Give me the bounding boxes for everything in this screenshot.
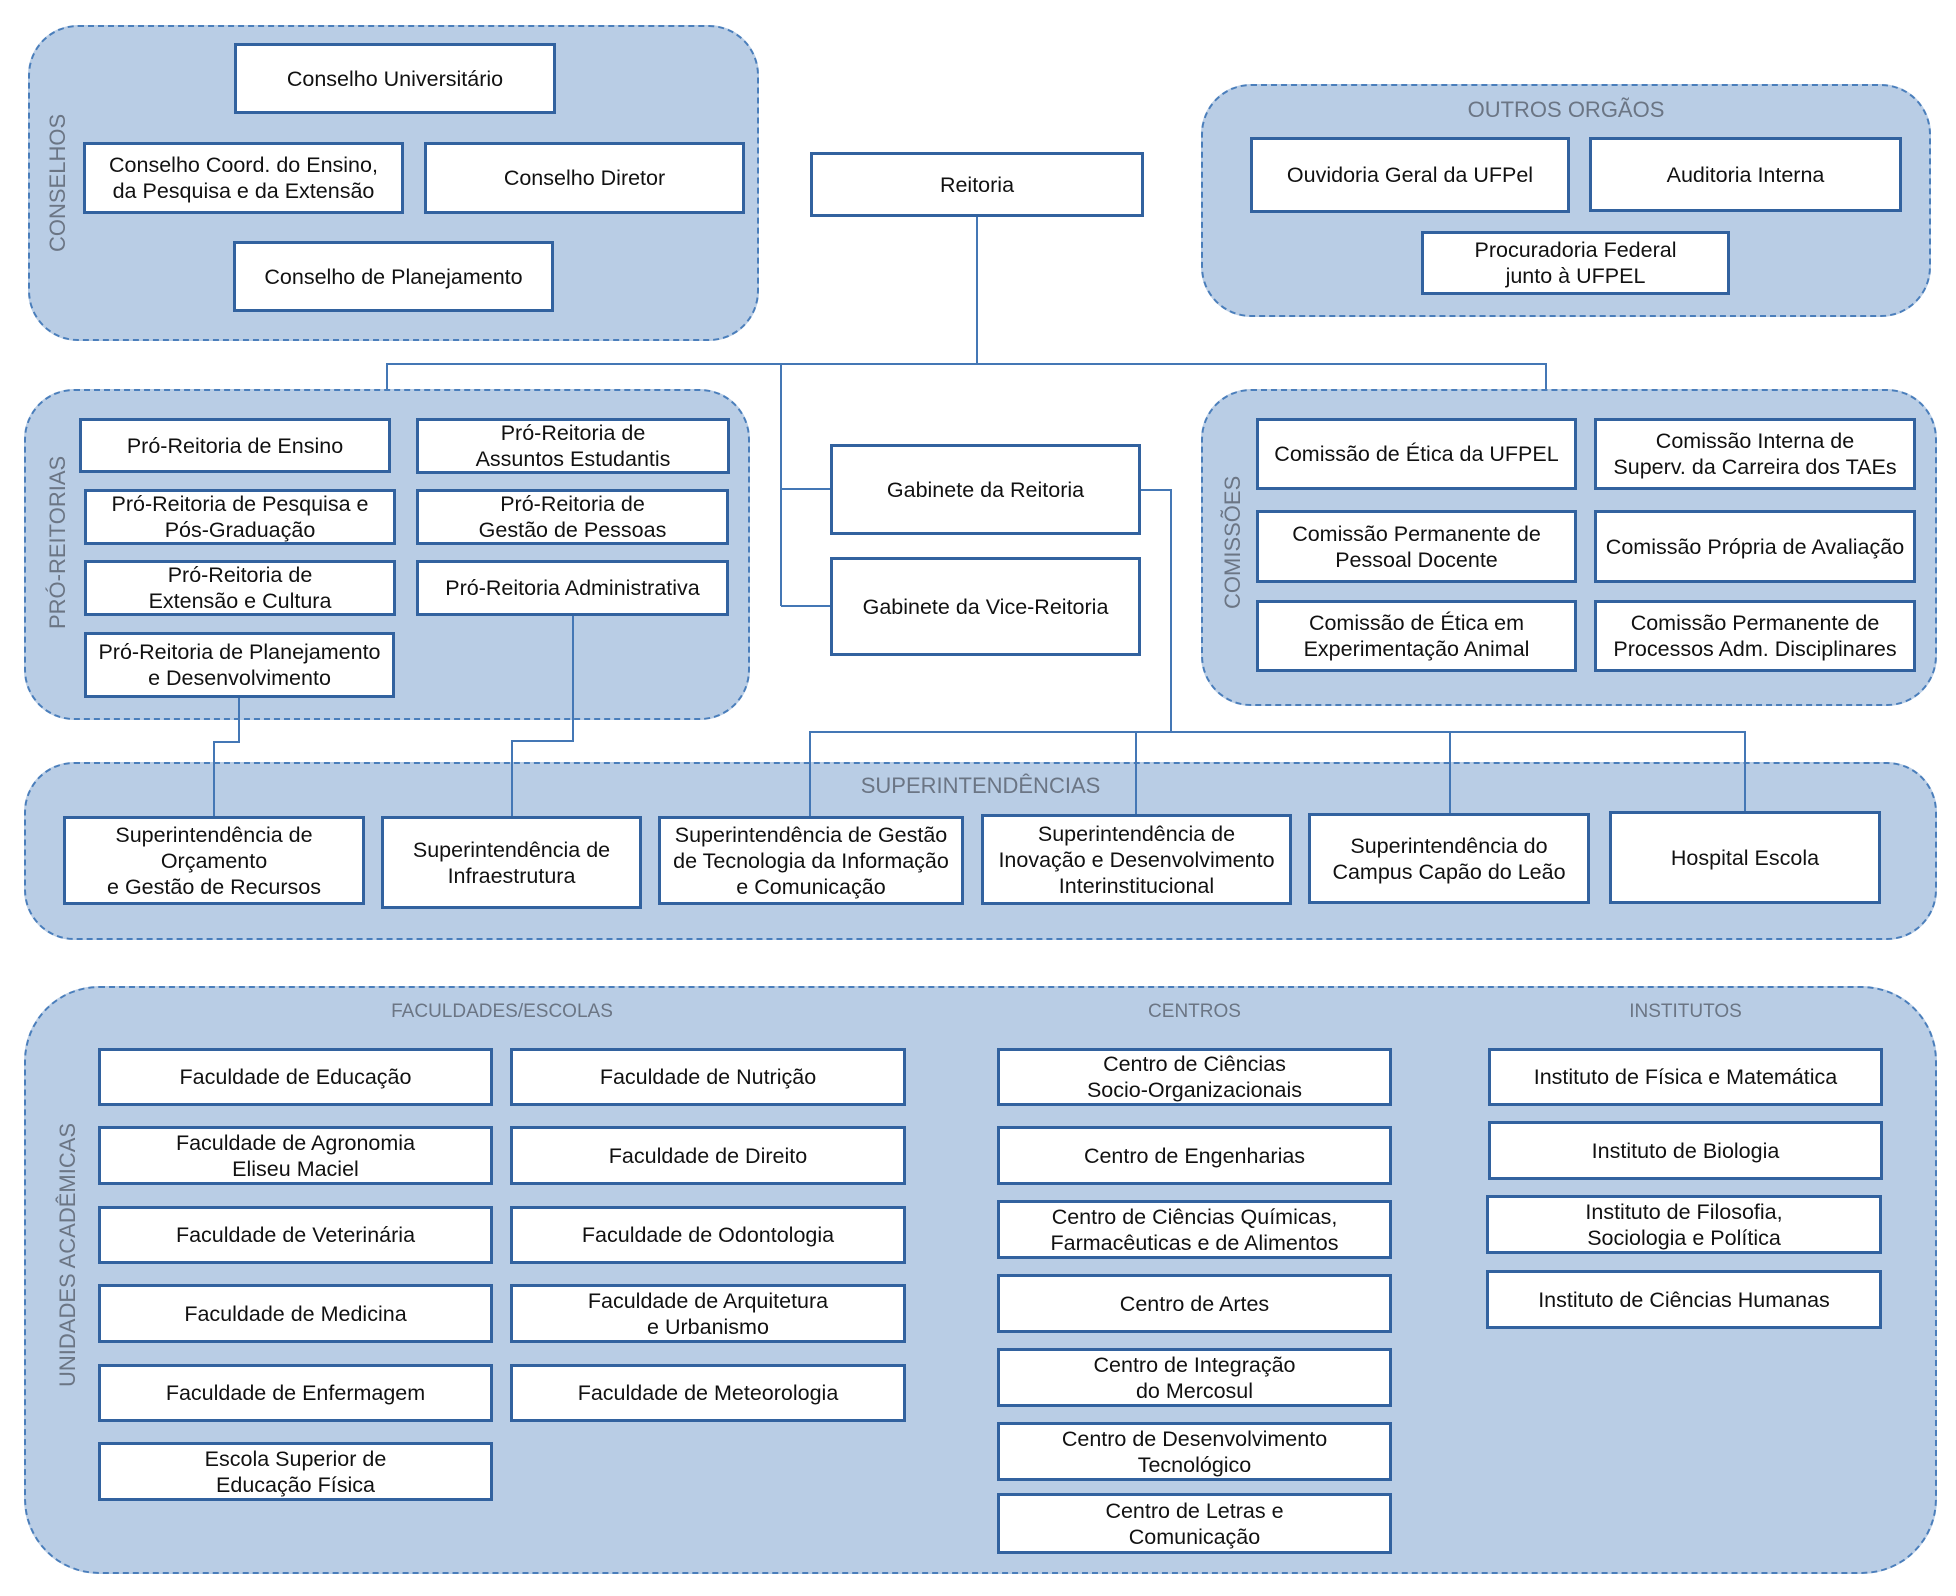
box-centro-integracao-mercosul: Centro de Integração do Mercosul [997, 1348, 1392, 1407]
box-faculdade-enfermagem: Faculdade de Enfermagem [98, 1364, 493, 1422]
label-conselhos: CONSELHOS [45, 113, 70, 253]
box-auditoria-interna: Auditoria Interna [1589, 137, 1902, 212]
box-escola-educacao-fisica: Escola Superior de Educação Física [98, 1442, 493, 1501]
box-comissao-etica-ufpel: Comissão de Ética da UFPEL [1256, 418, 1577, 490]
box-gabinete-reitoria: Gabinete da Reitoria [830, 444, 1141, 535]
box-reitoria: Reitoria [810, 152, 1144, 217]
box-centro-engenharias: Centro de Engenharias [997, 1126, 1392, 1185]
connector-superintendencias-bus [809, 731, 1746, 816]
box-pro-reitoria-extensao: Pró-Reitoria de Extensão e Cultura [84, 560, 396, 616]
box-conselho-planejamento: Conselho de Planejamento [233, 241, 554, 312]
box-pro-reitoria-administrativa: Pró-Reitoria Administrativa [416, 560, 729, 616]
box-faculdade-agronomia: Faculdade de Agronomia Eliseu Maciel [98, 1126, 493, 1185]
label-outros-orgaos: OUTROS ORGÃOS [1467, 97, 1665, 122]
box-conselho-diretor: Conselho Diretor [424, 142, 745, 214]
box-instituto-biologia: Instituto de Biologia [1488, 1121, 1883, 1180]
box-conselho-coord-ensino: Conselho Coord. do Ensino, da Pesquisa e… [83, 142, 404, 214]
box-faculdade-medicina: Faculdade de Medicina [98, 1284, 493, 1343]
box-centro-desenvolvimento-tecnologico: Centro de Desenvolvimento Tecnológico [997, 1422, 1392, 1481]
box-centro-ciencias-quimicas: Centro de Ciências Químicas, Farmacêutic… [997, 1200, 1392, 1259]
connector-planejamento-orcamento [213, 698, 240, 816]
box-pro-reitoria-pesquisa: Pró-Reitoria de Pesquisa e Pós-Graduação [84, 489, 396, 545]
box-sup-orcamento: Superintendência de Orçamento e Gestão d… [63, 816, 365, 905]
label-superintendencias: SUPERINTENDÊNCIAS [860, 773, 1101, 798]
box-faculdade-odontologia: Faculdade de Odontologia [510, 1206, 906, 1264]
connector-administrativa-infraestrutura [511, 616, 574, 816]
box-faculdade-veterinaria: Faculdade de Veterinária [98, 1206, 493, 1264]
box-comissao-processos-disciplinares: Comissão Permanente de Processos Adm. Di… [1594, 600, 1916, 672]
box-hospital-escola: Hospital Escola [1609, 811, 1881, 904]
box-faculdade-arquitetura: Faculdade de Arquitetura e Urbanismo [510, 1284, 906, 1343]
box-conselho-universitario: Conselho Universitário [234, 43, 556, 114]
box-comissao-pessoal-docente: Comissão Permanente de Pessoal Docente [1256, 510, 1577, 583]
box-gabinete-vice-reitoria: Gabinete da Vice-Reitoria [830, 557, 1141, 656]
box-centro-letras-comunicacao: Centro de Letras e Comunicação [997, 1493, 1392, 1554]
box-sup-campus-capao-do-leao: Superintendência do Campus Capão do Leão [1308, 813, 1590, 904]
box-pro-reitoria-gestao-pessoas: Pró-Reitoria de Gestão de Pessoas [416, 489, 729, 545]
heading-institutos: INSTITUTOS [1629, 1001, 1742, 1022]
box-pro-reitoria-assuntos-estudantis: Pró-Reitoria de Assuntos Estudantis [416, 418, 730, 474]
label-unidades-academicas: UNIDADES ACADÊMICAS [55, 1122, 80, 1388]
box-sup-inovacao: Superintendência de Inovação e Desenvolv… [981, 814, 1292, 905]
heading-faculdades-escolas: FACULDADES/ESCOLAS [391, 1001, 613, 1022]
box-comissao-etica-animal: Comissão de Ética em Experimentação Anim… [1256, 600, 1577, 672]
box-ouvidoria: Ouvidoria Geral da UFPel [1250, 137, 1570, 213]
box-comissao-interna-taes: Comissão Interna de Superv. da Carreira … [1594, 418, 1916, 490]
label-comissoes: COMISSÕES [1220, 475, 1245, 609]
box-faculdade-nutricao: Faculdade de Nutrição [510, 1048, 906, 1106]
box-sup-tecnologia-informacao: Superintendência de Gestão de Tecnologia… [658, 816, 964, 905]
box-faculdade-meteorologia: Faculdade de Meteorologia [510, 1364, 906, 1422]
box-centro-socio-organizacionais: Centro de Ciências Socio-Organizacionais [997, 1048, 1392, 1106]
box-instituto-fisica-matematica: Instituto de Física e Matemática [1488, 1048, 1883, 1106]
box-sup-infraestrutura: Superintendência de Infraestrutura [381, 816, 642, 909]
box-faculdade-direito: Faculdade de Direito [510, 1126, 906, 1185]
label-pro-reitorias: PRÓ-REITORIAS [45, 455, 70, 629]
box-pro-reitoria-ensino: Pró-Reitoria de Ensino [79, 418, 391, 473]
box-pro-reitoria-planejamento: Pró-Reitoria de Planejamento e Desenvolv… [84, 632, 395, 698]
connector-top-bus [386, 363, 1547, 389]
box-centro-artes: Centro de Artes [997, 1274, 1392, 1333]
box-comissao-propria-avaliacao: Comissão Própria de Avaliação [1594, 510, 1916, 583]
box-instituto-filosofia: Instituto de Filosofia, Sociologia e Pol… [1486, 1195, 1882, 1254]
box-faculdade-educacao: Faculdade de Educação [98, 1048, 493, 1106]
box-procuradoria-federal: Procuradoria Federal junto à UFPEL [1421, 231, 1730, 295]
box-instituto-ciencias-humanas: Instituto de Ciências Humanas [1486, 1270, 1882, 1329]
heading-centros: CENTROS [1148, 1001, 1241, 1022]
connector-gabinete-to-superintendencias [1141, 489, 1172, 732]
